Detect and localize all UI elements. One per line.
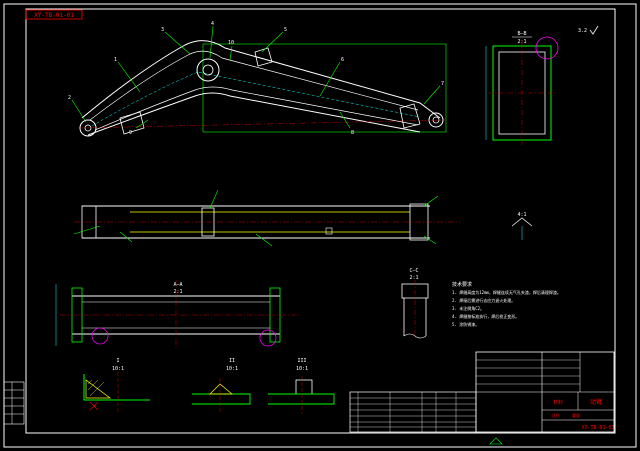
detail-3-scale: 10:1 (296, 366, 308, 372)
boom-main-view: 1 2 3 4 5 6 7 8 9 10 (68, 21, 447, 137)
technical-notes: 技术要求 1. 焊缝高度为12mm，焊缝连续无气孔夹渣，焊后清理焊渣。 2. 焊… (452, 281, 561, 327)
detail-3-label: III (297, 358, 306, 364)
boom-lower-inner (94, 86, 419, 131)
section-cc-view: C—C 2:1 (401, 268, 429, 340)
section-cc-label: C—C (409, 268, 418, 274)
detail-3-boss (295, 379, 313, 395)
middle-hinge-inner (202, 64, 214, 76)
leader-number-4: 4 (211, 21, 214, 27)
boom-centerline (79, 119, 447, 129)
section-bb-view: B—B 2:1 (485, 31, 559, 146)
section-cc-body (403, 298, 427, 336)
section-cc-scale: 2:1 (409, 275, 418, 281)
detail-2-scale: 10:1 (226, 366, 238, 372)
roughness-value: 3.2 (578, 28, 587, 34)
notes-line-4: 4. 焊缝按标准执行，焊后校正变形。 (452, 313, 519, 319)
boom-leader-numbers: 1 2 3 4 5 6 7 8 9 10 (68, 21, 444, 136)
detail-1-hatch (87, 379, 105, 397)
notes-title: 技术要求 (452, 281, 472, 288)
detail-1-label: I (116, 358, 119, 364)
section-aa-scale: 2:1 (173, 289, 182, 295)
detail-a-marker: 4:1 (511, 212, 533, 240)
bom-table (349, 391, 477, 433)
rear-lug (119, 111, 145, 135)
inner-border (25, 8, 616, 434)
notes-line-5: 5. 涂防锈漆。 (452, 321, 479, 327)
boom-lower-outline (87, 92, 421, 136)
section-aa-view: A—A 2:1 (55, 280, 300, 348)
detail-3-plate (268, 393, 335, 405)
leader-number-10: 10 (228, 40, 234, 46)
title-block: 动臂 材料 比例 重量 XY-TB-01-01 (475, 351, 615, 433)
boom-leaders (71, 25, 441, 129)
leader-number-8: 8 (351, 130, 354, 136)
detail-1-cross (89, 401, 99, 411)
top-view-leaders (73, 189, 439, 247)
detail-1-weld (85, 379, 112, 399)
boom-top-view (73, 189, 460, 247)
roughness-symbol (589, 25, 599, 35)
title-weight-label: 重量 (572, 412, 580, 418)
leader-number-1: 1 (114, 57, 117, 63)
top-view-small-square (325, 227, 333, 235)
section-aa-label: A—A (173, 282, 182, 288)
title-scale-label: 比例 (552, 412, 560, 418)
leader-number-5: 5 (284, 27, 287, 33)
section-aa-detail-circle-right (259, 329, 277, 347)
leader-number-6: 6 (341, 57, 344, 63)
section-aa-detail-circle-left (91, 327, 109, 345)
title-part-name: 动臂 (590, 398, 602, 406)
section-cc-break (403, 333, 427, 339)
detail-a-scale: 4:1 (517, 212, 526, 218)
middle-hinge-outer (196, 58, 220, 82)
boom-upper-inner (89, 50, 419, 121)
section-bb-detail-circle (535, 36, 559, 60)
drawing-number-tag: XY-TB-01-01 (34, 12, 74, 19)
front-pin-inner (432, 116, 440, 124)
weld-detail-1: I 10:1 (83, 358, 150, 412)
cylinder-lug (254, 47, 273, 67)
leader-number-3: 3 (161, 27, 164, 33)
boom-upper-outline (81, 40, 441, 119)
detail-2-label: II (229, 358, 235, 364)
detail-2-plate (192, 393, 251, 405)
bottom-center-marker (489, 437, 503, 445)
leader-number-9: 9 (129, 130, 132, 136)
detail-2-weld (209, 383, 233, 395)
title-drawing-no: XY-TB-01-01 (581, 425, 614, 431)
weld-detail-3: III 10:1 (268, 358, 335, 414)
left-edge-table (3, 381, 25, 425)
notes-line-1: 1. 焊缝高度为12mm，焊缝连续无气孔夹渣，焊后清理焊渣。 (452, 289, 561, 295)
section-bb-label: B—B (517, 31, 526, 37)
title-material-label: 材料 (553, 399, 563, 406)
notes-line-2: 2. 焊接后需进行去应力退火处理。 (452, 297, 515, 303)
drawing-number-tag-box (25, 9, 83, 20)
outer-frame (3, 3, 637, 448)
front-lug (399, 103, 421, 129)
notes-line-3: 3. 未注倒角C2。 (452, 305, 484, 311)
detail-1-plate (83, 374, 150, 401)
leader-number-7: 7 (441, 81, 444, 87)
leader-number-2: 2 (68, 95, 71, 101)
weld-detail-2: II 10:1 (192, 358, 251, 414)
boom-hidden-line (91, 71, 421, 127)
detail-1-scale: 10:1 (112, 366, 124, 372)
